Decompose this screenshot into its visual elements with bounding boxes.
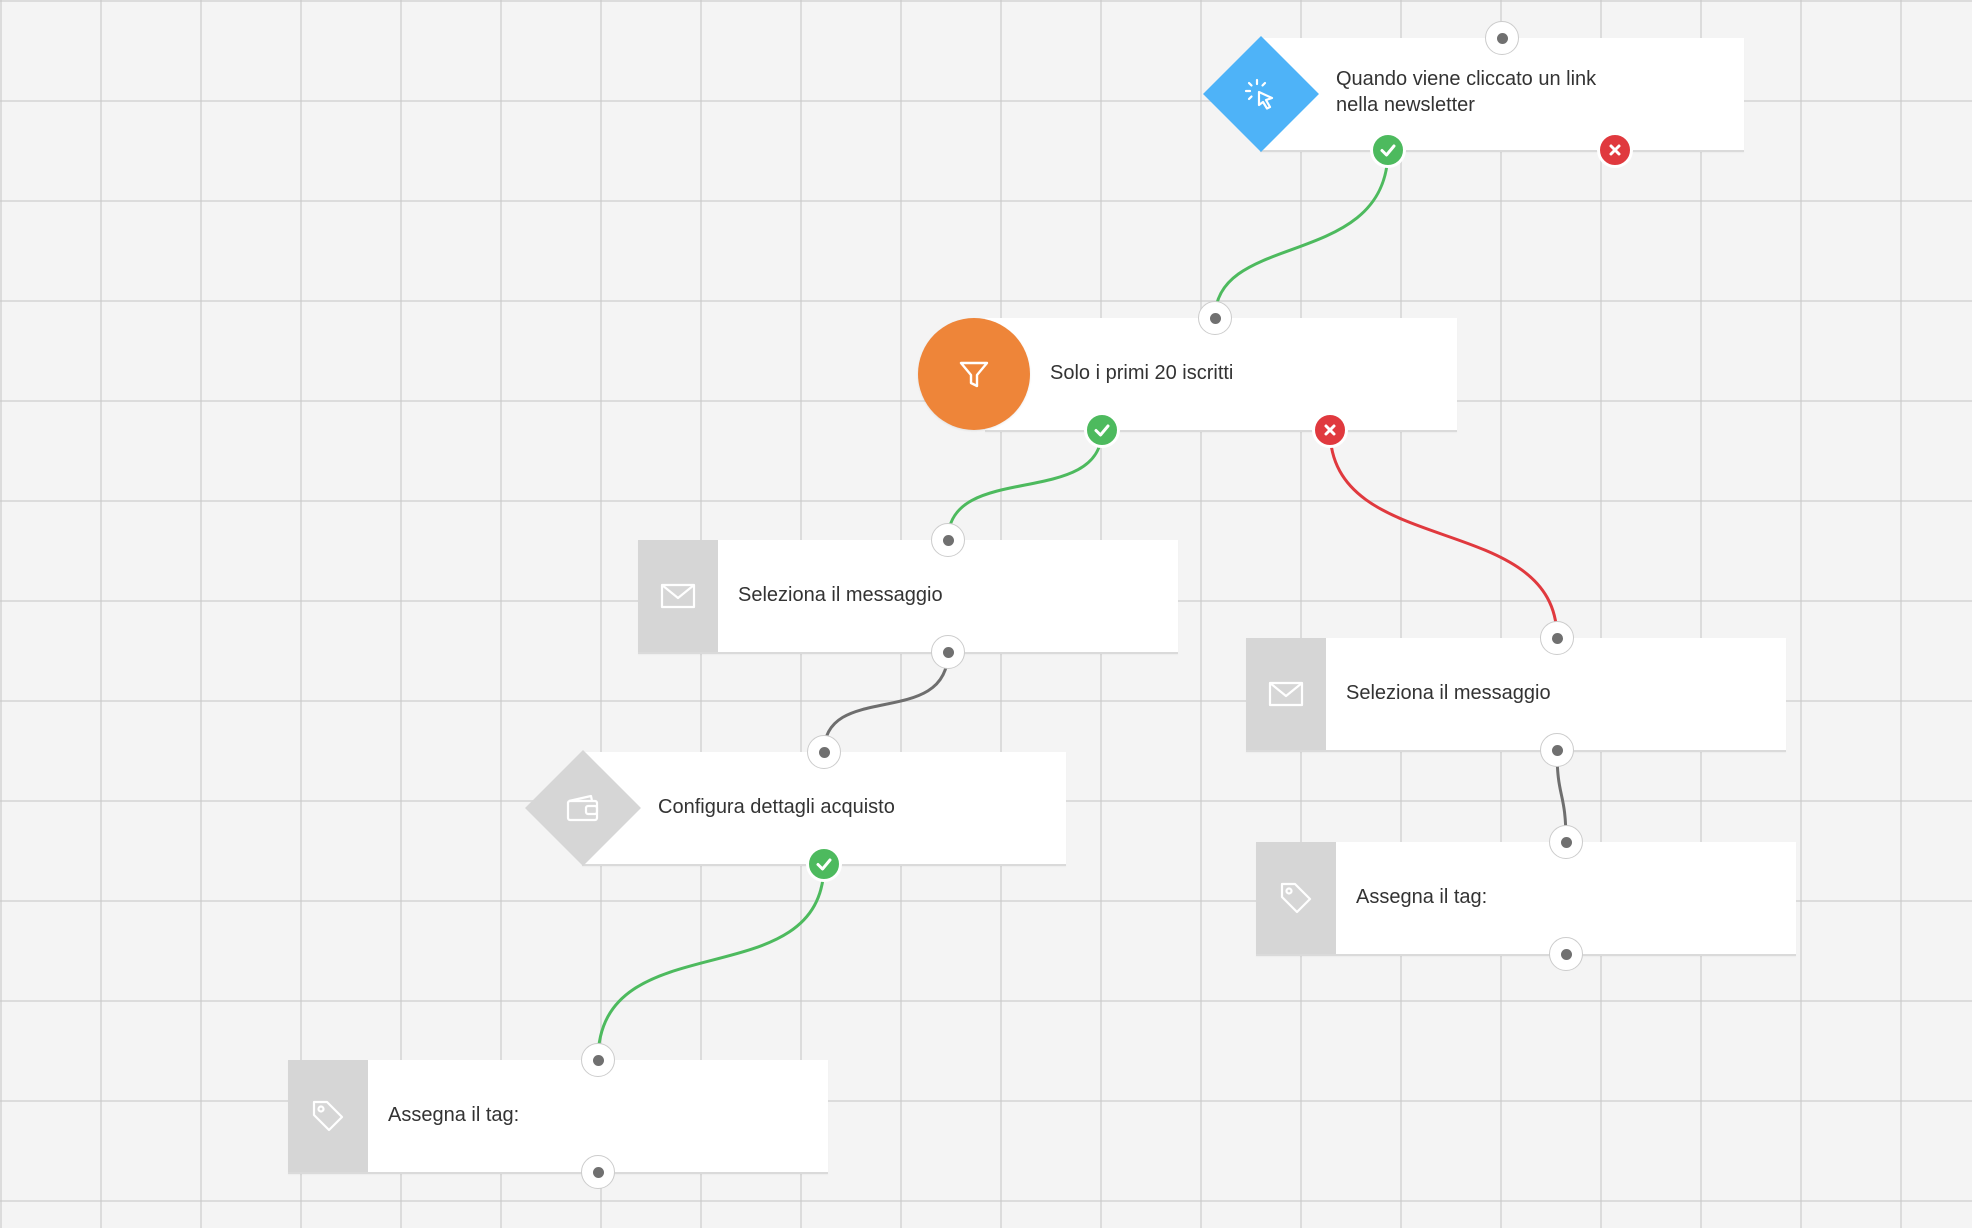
message-right-input-port[interactable]: [1540, 621, 1574, 655]
trigger-label-line1: Quando viene cliccato un link: [1336, 68, 1597, 90]
envelope-icon: [1268, 681, 1304, 707]
filter-yes-output[interactable]: [1084, 412, 1120, 448]
wire-message-left-to-purchase: [822, 651, 950, 753]
tag-left-output-port[interactable]: [581, 1155, 615, 1189]
purchase-input-port[interactable]: [807, 735, 841, 769]
trigger-no-output[interactable]: [1597, 132, 1633, 168]
filter-no-output[interactable]: [1312, 412, 1348, 448]
cursor-click-icon: [1220, 53, 1302, 135]
trigger-input-port[interactable]: [1485, 21, 1519, 55]
filter-label: Solo i primi 20 iscritti: [1050, 362, 1234, 384]
tag-node-left[interactable]: Assegna il tag:: [288, 1060, 828, 1174]
trigger-node[interactable]: Quando viene cliccato un link nella news…: [1260, 38, 1744, 152]
message-right-output-port[interactable]: [1540, 733, 1574, 767]
wire-filter-no-to-message-right: [1328, 429, 1559, 639]
purchase-yes-output[interactable]: [806, 846, 842, 882]
message-left-output-port[interactable]: [931, 635, 965, 669]
message-node-right[interactable]: Seleziona il messaggio: [1246, 638, 1786, 752]
wire-purchase-yes-to-tag-left: [596, 863, 826, 1061]
message-icon-block: [1246, 638, 1326, 750]
tag-right-label: Assegna il tag:: [1356, 886, 1488, 908]
tag-icon-block: [1256, 842, 1336, 954]
wire-filter-yes-to-message-left: [946, 429, 1104, 541]
check-icon: [1380, 144, 1396, 157]
wallet-icon: [542, 767, 624, 849]
message-left-input-port[interactable]: [931, 523, 965, 557]
tag-right-output-port[interactable]: [1549, 937, 1583, 971]
tag-left-label: Assegna il tag:: [388, 1104, 520, 1126]
cross-icon: [1609, 144, 1621, 156]
message-node-left[interactable]: Seleziona il messaggio: [638, 540, 1178, 654]
tag-left-input-port[interactable]: [581, 1043, 615, 1077]
message-left-label: Seleziona il messaggio: [738, 584, 943, 606]
tag-icon: [1280, 882, 1312, 914]
filter-badge: [918, 318, 1030, 430]
funnel-icon: [959, 361, 989, 388]
message-icon-block: [638, 540, 718, 652]
purchase-label: Configura dettagli acquisto: [658, 796, 895, 818]
tag-icon: [312, 1100, 344, 1132]
wire-trigger-yes-to-filter: [1213, 149, 1390, 319]
tag-icon-block: [288, 1060, 368, 1172]
message-right-label: Seleziona il messaggio: [1346, 682, 1551, 704]
check-icon: [816, 858, 832, 871]
filter-input-port[interactable]: [1198, 301, 1232, 335]
trigger-yes-output[interactable]: [1370, 132, 1406, 168]
check-icon: [1094, 424, 1110, 437]
envelope-icon: [660, 583, 696, 609]
filter-node[interactable]: Solo i primi 20 iscritti: [985, 318, 1457, 432]
tag-node-right[interactable]: Assegna il tag:: [1256, 842, 1796, 956]
tag-right-input-port[interactable]: [1549, 825, 1583, 859]
trigger-label-line2: nella newsletter: [1336, 94, 1475, 116]
cross-icon: [1324, 424, 1336, 436]
